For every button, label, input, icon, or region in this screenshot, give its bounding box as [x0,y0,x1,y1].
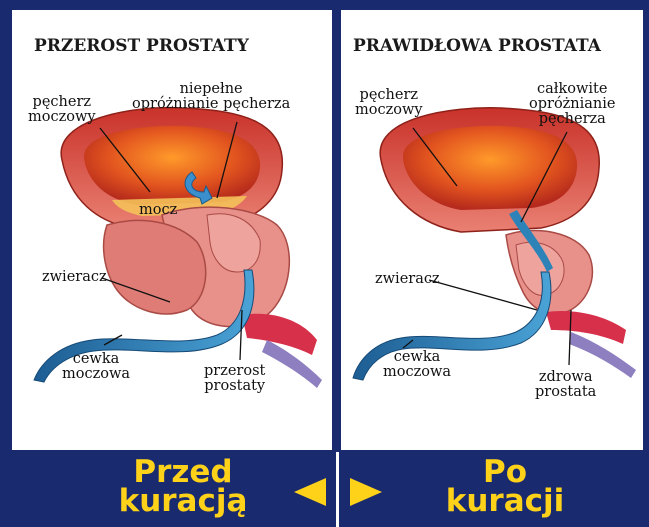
enlarged-prostate-illustration [12,10,332,450]
label-sphincter: zwieracz [42,270,107,285]
label-complete-emptying: całkowite opróżnianie pęcherza [529,82,616,127]
label-urethra: cewka moczowa [62,352,130,382]
panel-title: PRZEROST PROSTATY [34,36,249,56]
panel-enlarged-prostate: PRZEROST PROSTATY pęcherz moczowy niepeł… [12,10,332,450]
label-enlarged-prostate: przerost prostaty [204,364,265,394]
caption-after-treatment: Po kuracji [420,458,590,516]
healthy-prostate-illustration [341,10,643,450]
label-bladder: pęcherz moczowy [28,95,96,125]
label-urethra: cewka moczowa [383,350,451,380]
label-sphincter: zwieracz [375,272,440,287]
panel-healthy-prostate: PRAWIDŁOWA PROSTATA pęcherz moczowy całk… [341,10,643,450]
caption-divider [336,452,339,527]
arrow-right-icon [348,476,384,508]
arrow-left-icon [292,476,328,508]
caption-before-treatment: Przed kuracją [98,458,268,516]
label-bladder: pęcherz moczowy [355,88,423,118]
panel-title: PRAWIDŁOWA PROSTATA [353,36,601,56]
label-urine: mocz [139,203,177,218]
label-healthy-prostate: zdrowa prostata [535,370,596,400]
label-incomplete-emptying: niepełne opróżnianie pęcherza [132,82,290,112]
